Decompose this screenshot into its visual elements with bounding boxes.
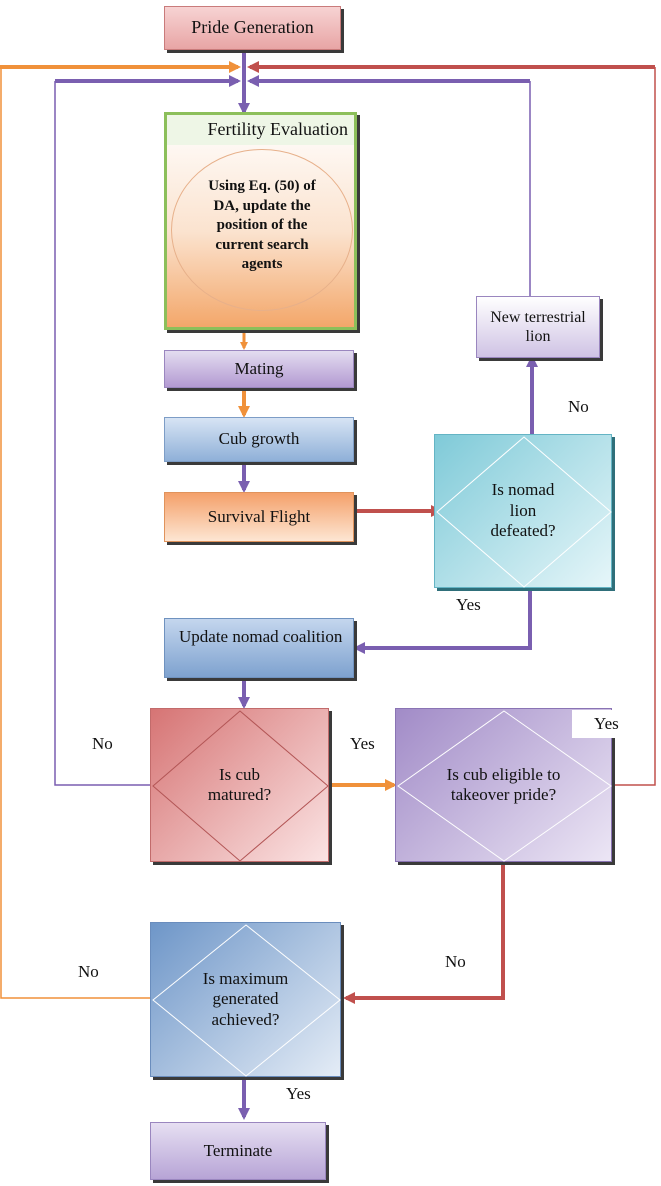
edge-eligible-yes	[612, 67, 656, 786]
nomad-decision-box: Is nomad lion defeated?	[434, 434, 612, 588]
edge-nomad-yes	[353, 588, 532, 654]
edge-max-no	[0, 67, 150, 999]
cub-matured-diamond	[152, 710, 329, 862]
nomad-no-label: No	[568, 397, 589, 416]
fertility-evaluation-box: Fertility Evaluation Using Eq. (50) of D…	[164, 112, 357, 330]
cub-growth-label: Cub growth	[218, 429, 300, 449]
terminate-label: Terminate	[203, 1140, 273, 1160]
cub-eligible-diamond	[397, 710, 612, 862]
max-generated-diamond	[152, 924, 341, 1077]
survival-flight-box: Survival Flight	[164, 492, 354, 542]
nomad-diamond	[436, 436, 612, 588]
eligible-yes-label: Yes	[572, 710, 621, 738]
cub-matured-decision-box: Is cub matured?	[150, 708, 329, 862]
cub-eligible-label: Is cub eligible to takeover pride?	[446, 764, 561, 804]
max-generated-label: Is maximum generated achieved?	[202, 968, 289, 1029]
pride-generation-label: Pride Generation	[191, 17, 314, 38]
nomad-yes-label: Yes	[456, 595, 481, 614]
matured-yes-label: Yes	[350, 734, 375, 753]
new-terrestrial-lion-box: New terrestrial lion	[476, 296, 600, 358]
fertility-ellipse	[171, 149, 353, 311]
mating-box: Mating	[164, 350, 354, 388]
update-nomad-coalition-label: Update nomad coalition	[179, 627, 343, 646]
new-terrestrial-lion-label: New terrestrial lion	[490, 308, 586, 345]
cub-growth-box: Cub growth	[164, 417, 354, 462]
cub-matured-label: Is cub matured?	[207, 764, 272, 804]
max-yes-label: Yes	[286, 1084, 311, 1103]
fertility-evaluation-label: Fertility Evaluation	[207, 119, 348, 140]
terminate-box: Terminate	[150, 1122, 326, 1180]
mating-label: Mating	[234, 358, 284, 378]
edge-matured-no	[54, 81, 150, 786]
update-nomad-coalition-box: Update nomad coalition	[164, 618, 354, 678]
fertility-header: Fertility Evaluation	[167, 115, 354, 145]
max-no-label: No	[78, 962, 99, 981]
matured-no-label: No	[92, 734, 113, 753]
da-update-text: Using Eq. (50) of DA, update the positio…	[208, 178, 316, 272]
survival-flight-label: Survival Flight	[207, 506, 311, 526]
edge-eligible-no	[343, 862, 505, 1004]
eligible-no-label: No	[445, 952, 466, 971]
nomad-decision-label: Is nomad lion defeated?	[490, 480, 556, 541]
max-generated-decision-box: Is maximum generated achieved?	[150, 922, 341, 1077]
pride-generation-box: Pride Generation	[164, 6, 341, 50]
